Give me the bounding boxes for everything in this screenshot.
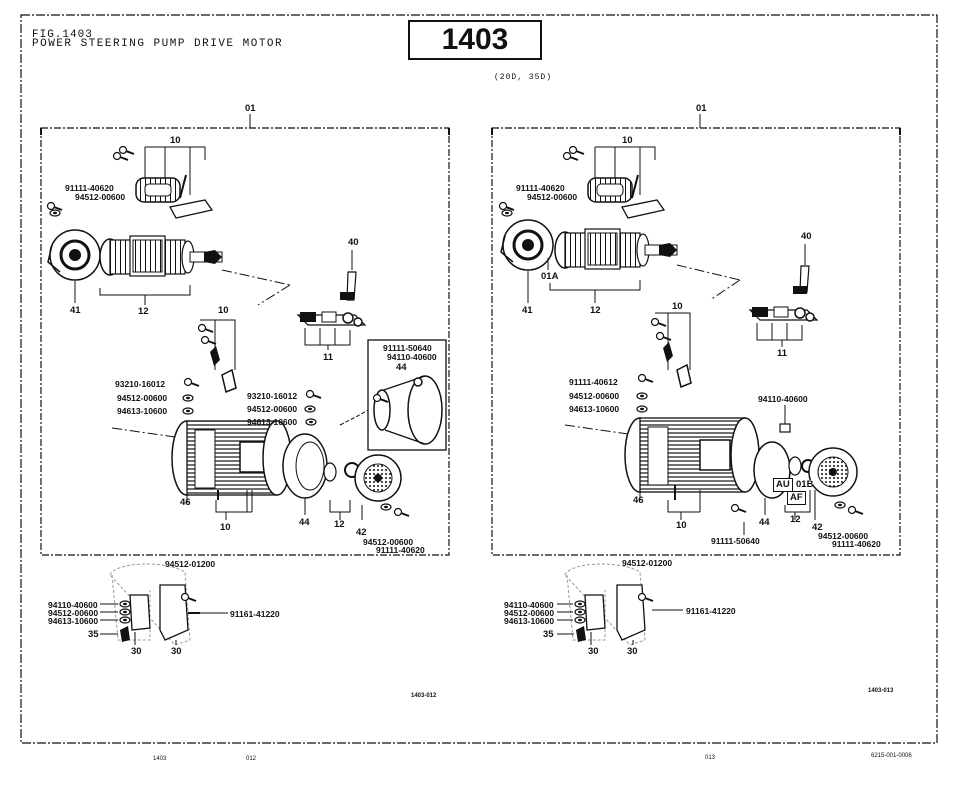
- left-label-band-bolt: 91111-50640: [383, 343, 432, 353]
- right-label-terminal: 40: [801, 231, 812, 242]
- footer-left-b: 012: [246, 756, 257, 762]
- page-border: [20, 14, 938, 744]
- left-bracket-part30b: 30: [171, 646, 182, 657]
- left-label-brush-group: 10: [170, 135, 181, 146]
- left-assembly-no: 01: [245, 103, 256, 114]
- right-label-band: 44: [759, 517, 770, 528]
- left-bracket-screw: 91161-41220: [230, 609, 280, 619]
- left-label-band-nut: 94110-40600: [387, 352, 437, 362]
- left-bracket-washer1: 94512-00600: [48, 608, 99, 618]
- left-label-end-frame: 41: [70, 305, 81, 316]
- right-label-washer-c: 94613-10600: [569, 404, 620, 414]
- left-bracket-part35: 35: [88, 629, 99, 640]
- left-bracket-nut: 94110-40600: [48, 600, 98, 610]
- right-label-sub-a: 01A: [541, 271, 559, 282]
- right-bracket-screw: 91161-41220: [686, 606, 736, 616]
- right-label-au: AU: [773, 478, 793, 492]
- right-bracket-washer1: 94512-00600: [504, 608, 555, 618]
- right-label-af: AF: [787, 491, 806, 505]
- left-label-bolt-a: 91111-40620: [65, 183, 114, 193]
- left-label-holder-group: 10: [218, 305, 229, 316]
- left-label-washer-b2: 94512-00600: [247, 404, 298, 414]
- left-label-washer-c2: 94613-10600: [247, 417, 298, 427]
- right-label-bolt-a: 91111-40620: [516, 183, 565, 193]
- right-label-yoke: 46: [633, 495, 644, 506]
- page-code: 1403: [441, 23, 509, 56]
- left-panel: [40, 114, 450, 646]
- right-label-washer-b: 94512-00600: [569, 391, 620, 401]
- left-label-field-group: 10: [220, 522, 231, 533]
- right-bracket-nut: 94110-40600: [504, 600, 554, 610]
- left-label-brush-holder: 11: [323, 352, 334, 363]
- footer-mid: 013: [705, 755, 716, 761]
- right-label-nut: 94110-40600: [758, 394, 808, 404]
- left-label-armature: 12: [138, 306, 149, 317]
- right-label-armature: 12: [590, 305, 601, 316]
- right-bracket-bolt: 94512-01200: [622, 558, 673, 568]
- left-bracket-part30a: 30: [131, 646, 142, 657]
- right-label-brush-holder: 11: [777, 348, 788, 359]
- right-label-washer-a: 94512-00600: [527, 192, 578, 202]
- left-label-armature2: 12: [334, 519, 345, 530]
- right-label-band-bolt: 91111-50640: [711, 536, 760, 546]
- right-drawing-code: 1403-013: [868, 688, 894, 694]
- left-label-band2: 44: [299, 517, 310, 528]
- right-label-field-group: 10: [676, 520, 687, 531]
- left-label-terminal: 40: [348, 237, 359, 248]
- right-bracket-washer2: 94613-10600: [504, 616, 555, 626]
- left-label-band: 44: [396, 362, 407, 373]
- right-label-end-frame: 41: [522, 305, 533, 316]
- right-label-armature2: 12: [790, 514, 801, 525]
- left-label-bolt-b: 93210-16012: [115, 379, 166, 389]
- left-drawing-code: 1403-012: [411, 693, 437, 699]
- right-bracket-part35: 35: [543, 629, 554, 640]
- model-applicability: (20D, 35D): [494, 73, 553, 82]
- right-label-bolt-d: 91111-40620: [832, 539, 881, 549]
- right-label-brush-group: 10: [622, 135, 633, 146]
- left-bracket-bolt: 94512-01200: [165, 559, 216, 569]
- right-label-washer-d: 94512-00600: [818, 531, 869, 541]
- left-label-washer-a: 94512-00600: [75, 192, 126, 202]
- left-bracket-washer2: 94613-10600: [48, 616, 99, 626]
- left-label-bearing: 42: [356, 527, 367, 538]
- right-label-holder-group: 10: [672, 301, 683, 312]
- left-label-yoke: 46: [180, 497, 191, 508]
- footer-right: 6215-001-0006: [871, 753, 912, 759]
- right-label-sub-b: 01B: [796, 479, 814, 490]
- figure-title: POWER STEERING PUMP DRIVE MOTOR: [32, 38, 284, 50]
- left-label-bolt-d: 91111-40620: [376, 545, 425, 555]
- right-bracket-part30a: 30: [588, 646, 599, 657]
- right-assembly-no: 01: [696, 103, 707, 114]
- left-label-washer-d: 94512-00600: [363, 537, 414, 547]
- left-label-bolt-b2: 93210-16012: [247, 391, 298, 401]
- left-label-washer-c: 94613-10600: [117, 406, 168, 416]
- page-code-box: 1403: [408, 20, 542, 60]
- footer-left-a: 1403: [153, 756, 167, 762]
- right-bracket-part30b: 30: [627, 646, 638, 657]
- left-label-washer-b: 94512-00600: [117, 393, 168, 403]
- figure-number: FIG.1403: [32, 29, 93, 41]
- right-label-bearing: 42: [812, 522, 823, 533]
- right-label-bolt-b: 91111-40612: [569, 377, 618, 387]
